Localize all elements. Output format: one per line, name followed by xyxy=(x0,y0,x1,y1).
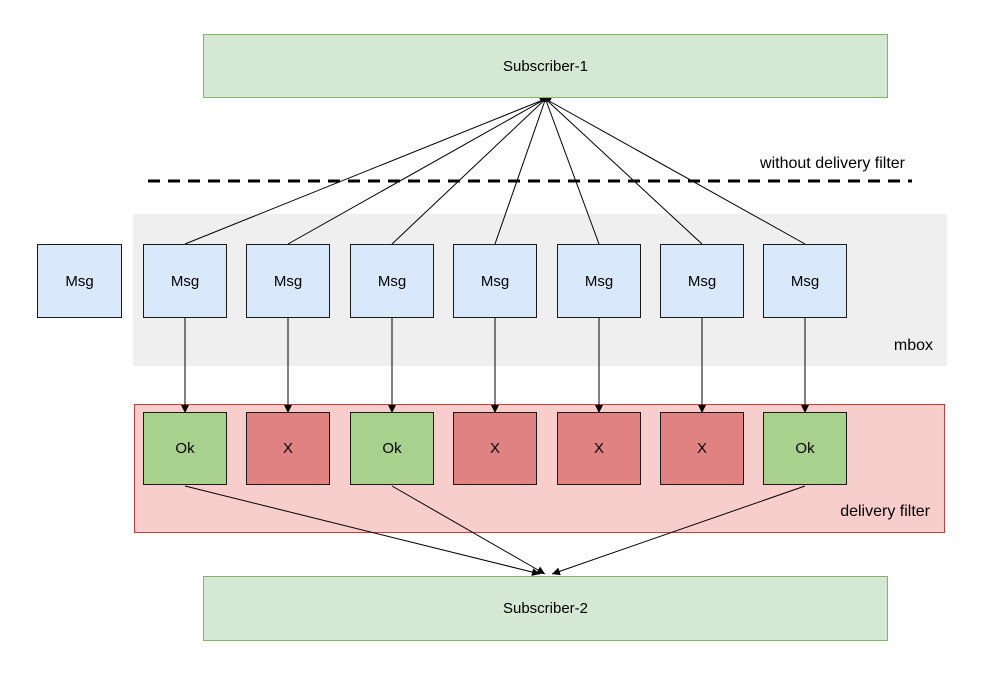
filter-result-ok: Ok xyxy=(143,412,227,485)
filter-result-blocked: X xyxy=(453,412,537,485)
subscriber-2-node: Subscriber-2 xyxy=(203,576,888,641)
msg-box: Msg xyxy=(763,244,847,318)
msg-box-outside: Msg xyxy=(37,244,122,318)
merge-arrows xyxy=(184,485,806,576)
msg-box: Msg xyxy=(453,244,537,318)
divider-label: without delivery filter xyxy=(760,155,905,172)
msg-box: Msg xyxy=(557,244,641,318)
fanout-lines xyxy=(184,98,806,245)
filter-result-blocked: X xyxy=(660,412,744,485)
msg-box: Msg xyxy=(660,244,744,318)
msg-box: Msg xyxy=(246,244,330,318)
filter-result-blocked: X xyxy=(246,412,330,485)
delivery-filter-label: delivery filter xyxy=(840,503,930,520)
msg-box: Msg xyxy=(350,244,434,318)
msg-box: Msg xyxy=(143,244,227,318)
subscriber-1-node: Subscriber-1 xyxy=(203,34,888,98)
filter-result-ok: Ok xyxy=(350,412,434,485)
mbox-label: mbox xyxy=(893,337,933,354)
drop-arrows xyxy=(181,318,809,413)
filter-result-ok: Ok xyxy=(763,412,847,485)
filter-result-blocked: X xyxy=(557,412,641,485)
